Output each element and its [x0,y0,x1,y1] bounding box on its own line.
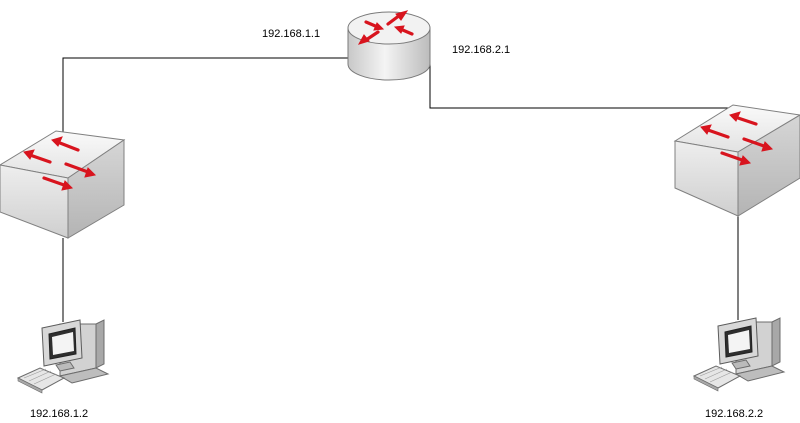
computer-right-icon[interactable] [692,317,786,392]
link-router-to-switch-right [429,62,738,109]
pc-right-ip-label: 192.168.2.2 [705,408,764,420]
switch-left-icon[interactable] [0,130,126,239]
router-left-ip-label: 192.168.1.1 [262,28,321,40]
link-router-to-switch-left [62,57,350,132]
router-right-ip-label: 192.168.2.1 [452,44,511,56]
computer-left-icon[interactable] [16,319,110,394]
pc-left-ip-label: 192.168.1.2 [30,408,89,420]
router-icon[interactable] [347,10,431,81]
links [62,57,739,322]
switch-right-icon[interactable] [673,104,800,217]
